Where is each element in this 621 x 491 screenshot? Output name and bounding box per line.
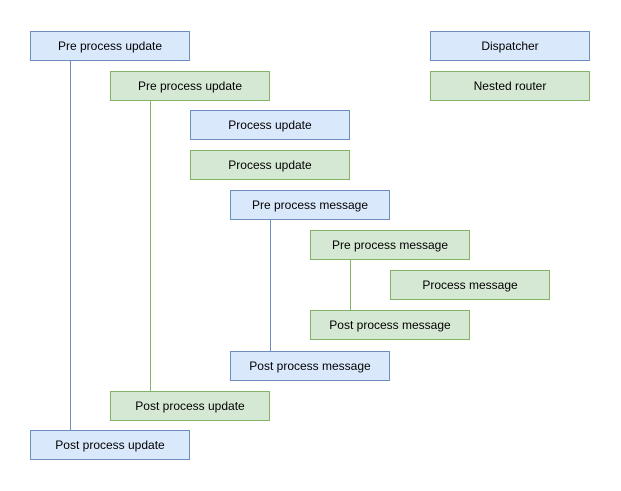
edge-router-update-span	[150, 101, 151, 391]
node-post-process-message-dispatcher: Post process message	[230, 351, 390, 381]
node-post-process-update-dispatcher: Post process update	[30, 430, 190, 460]
node-post-process-update-router: Post process update	[110, 391, 270, 421]
node-post-process-message-router: Post process message	[310, 310, 470, 340]
edge-dispatcher-message-span	[270, 220, 271, 351]
edge-router-message-span	[350, 260, 351, 310]
node-pre-process-message-router: Pre process message	[310, 230, 470, 260]
node-pre-process-update-dispatcher: Pre process update	[30, 31, 190, 61]
node-dispatcher: Dispatcher	[430, 31, 590, 61]
edge-dispatcher-update-span	[70, 61, 71, 430]
node-pre-process-message-dispatcher: Pre process message	[230, 190, 390, 220]
node-pre-process-update-router: Pre process update	[110, 71, 270, 101]
node-nested-router: Nested router	[430, 71, 590, 101]
node-process-update-router: Process update	[190, 150, 350, 180]
node-process-message-router: Process message	[390, 270, 550, 300]
node-process-update-dispatcher: Process update	[190, 110, 350, 140]
